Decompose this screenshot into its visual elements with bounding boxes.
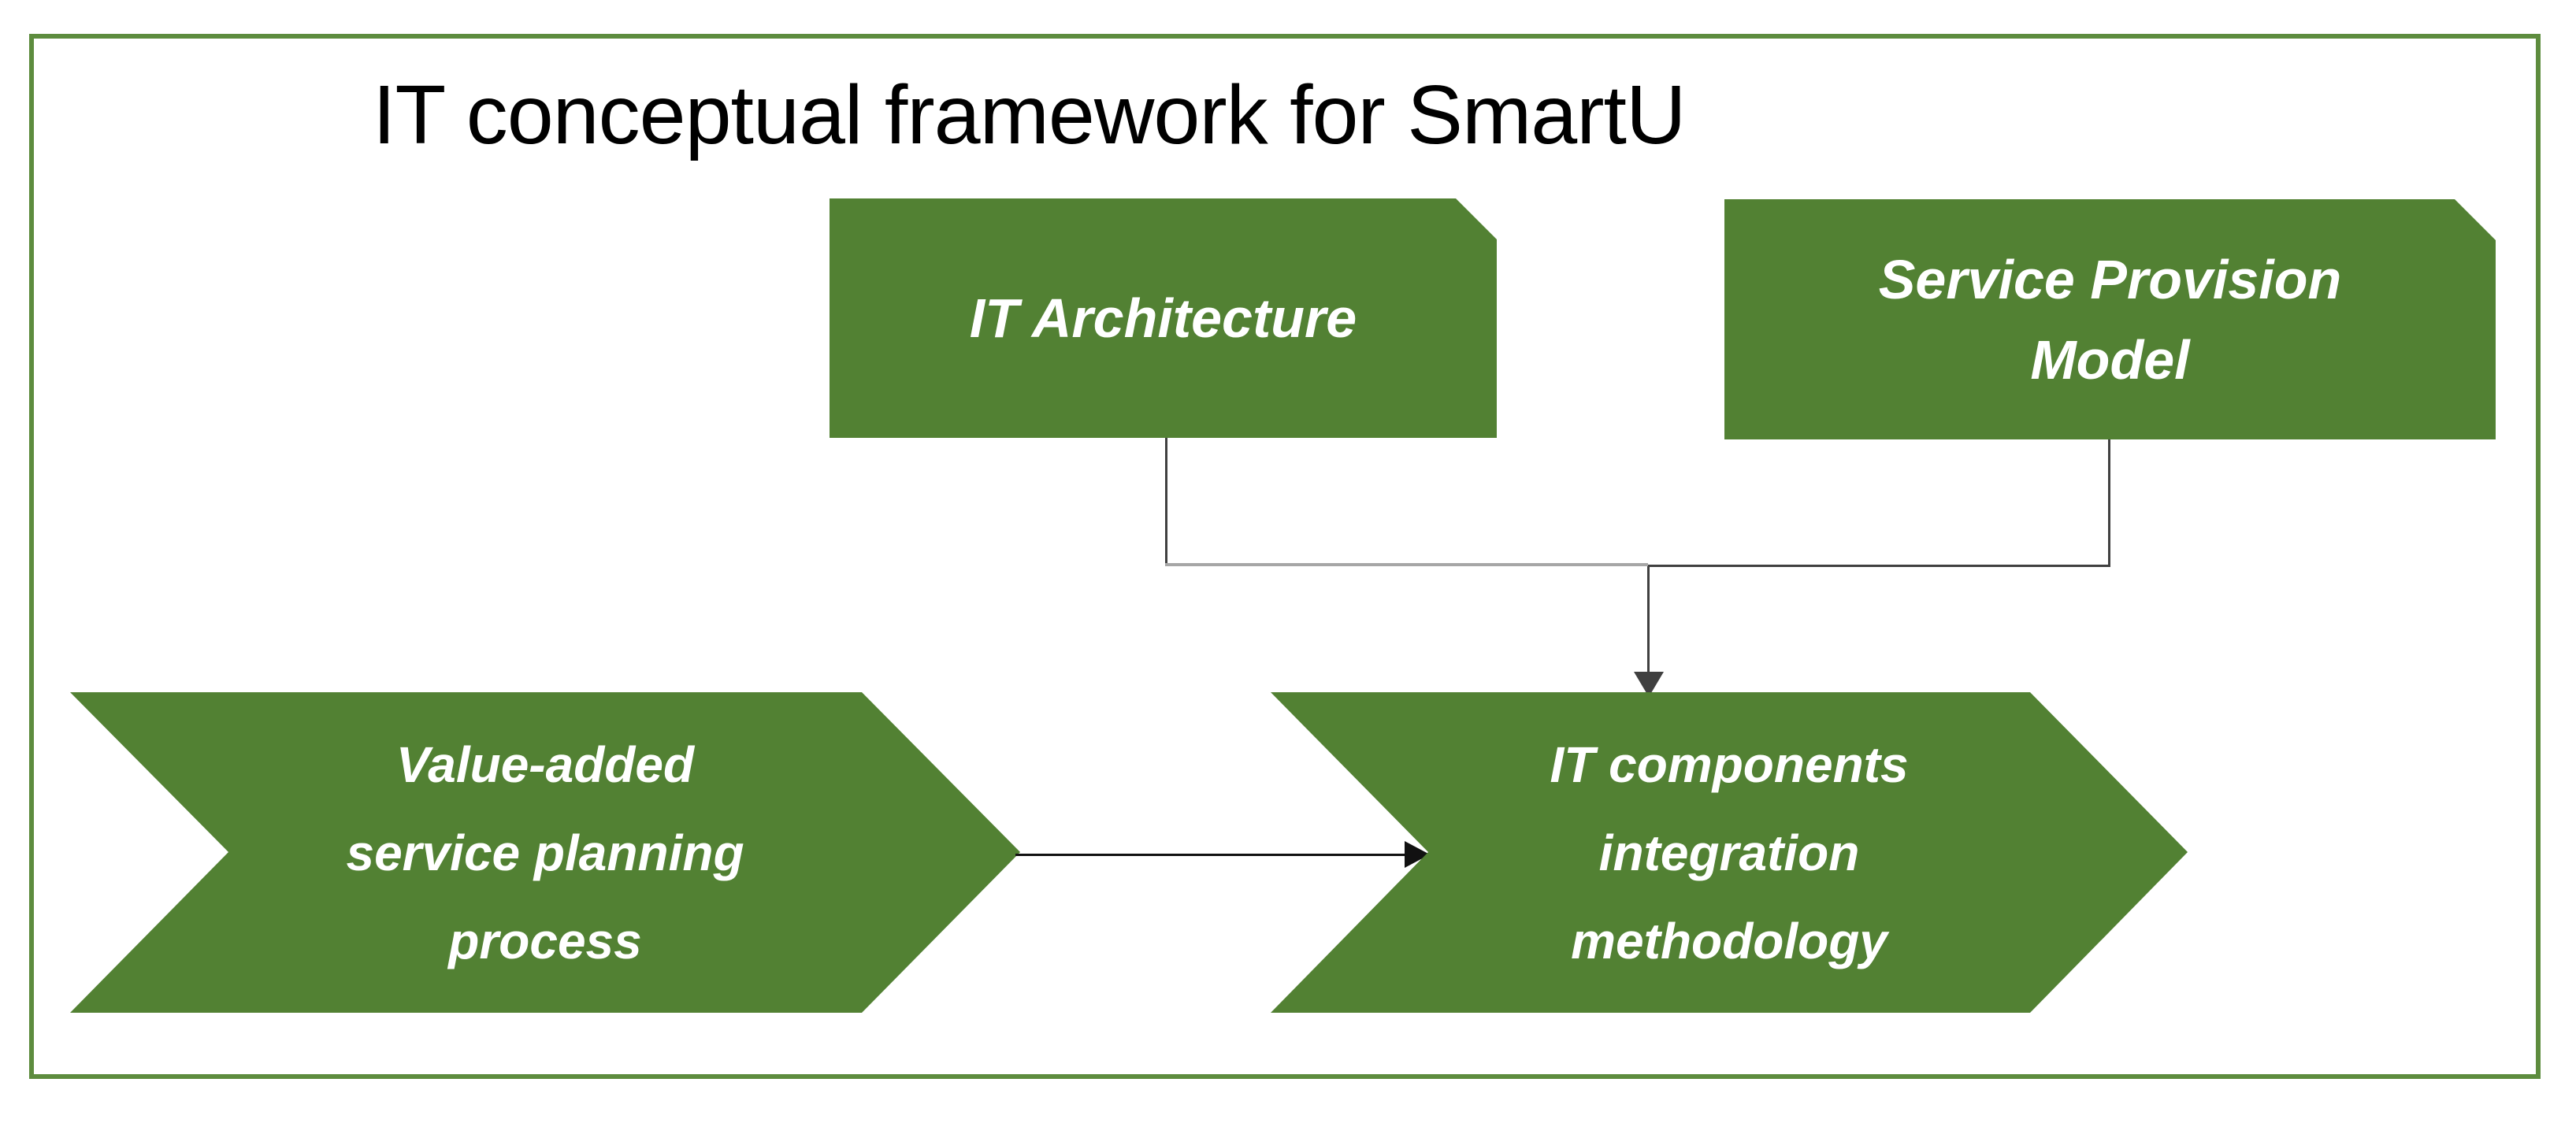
chevron-it-components-integration-methodology: IT components integration methodology xyxy=(1271,692,2188,1013)
box-label-line: Service Provision xyxy=(1878,248,2342,310)
connector-itarchitecture-down-line xyxy=(1165,438,1167,565)
chevron-label-line: Value-added xyxy=(395,736,695,793)
box-it-architecture: IT Architecture xyxy=(830,198,1497,438)
box-service-provision-model-label: Service Provision Model xyxy=(1879,239,2342,400)
box-it-architecture-label: IT Architecture xyxy=(969,287,1357,349)
chevron-label-line: integration xyxy=(1598,824,1860,881)
diagram-title: IT conceptual framework for SmartU xyxy=(373,69,1687,161)
connector-horizontal-gray-line xyxy=(1165,563,1648,566)
connector-merge-down-arrow-line xyxy=(1647,566,1650,672)
box-label-line: Model xyxy=(2030,328,2190,391)
chevron-value-added-service-planning-process: Value-added service planning process xyxy=(70,692,1020,1013)
chevron-label-line: methodology xyxy=(1571,912,1887,969)
arrow-process-to-methodology-line xyxy=(1015,854,1405,856)
connector-horizontal-dark-line xyxy=(1648,565,2110,567)
chevron-label-line: service planning xyxy=(346,824,744,881)
box-service-provision-model: Service Provision Model xyxy=(1724,199,2496,439)
frame-border xyxy=(29,34,2541,1079)
connector-serviceprovision-down-line xyxy=(2108,439,2110,566)
chevron-label-line: IT components xyxy=(1550,736,1909,793)
chevron-label-line: process xyxy=(448,912,642,969)
